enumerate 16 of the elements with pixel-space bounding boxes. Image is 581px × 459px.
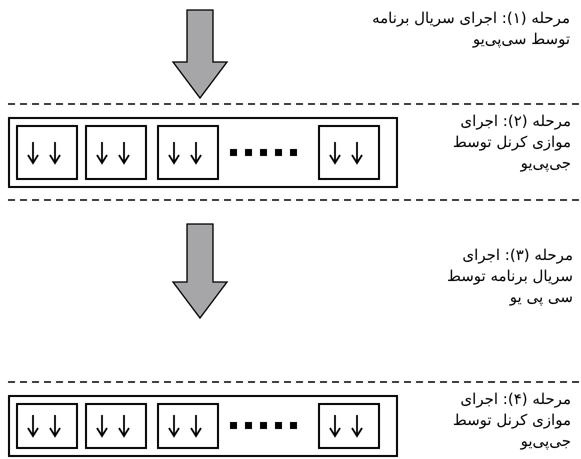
thread-box <box>85 125 147 180</box>
block-arrow <box>172 223 228 320</box>
step-description: مرحله (۱): اجرای سریال برنامه توسط سی‌پی‌یو <box>371 8 570 50</box>
container-box <box>8 117 398 188</box>
block-arrow <box>172 9 228 100</box>
container-box <box>8 395 398 457</box>
thread-box <box>85 403 147 449</box>
thread-box <box>16 125 78 180</box>
thread-box <box>318 403 380 449</box>
thread-box <box>157 403 219 449</box>
thread-box <box>157 125 219 180</box>
thread-box <box>16 403 78 449</box>
thread-box <box>318 125 380 180</box>
step-description: مرحله (۳): اجرای سریال برنامه توسط سی پی یو <box>446 245 573 308</box>
step-description: مرحله (۲): اجرای موازی کرنل توسط جی‌پی‌یو <box>452 111 571 174</box>
step-description: مرحله (۴): اجرای موازی کرنل توسط جی‌پی‌یو <box>452 389 571 452</box>
